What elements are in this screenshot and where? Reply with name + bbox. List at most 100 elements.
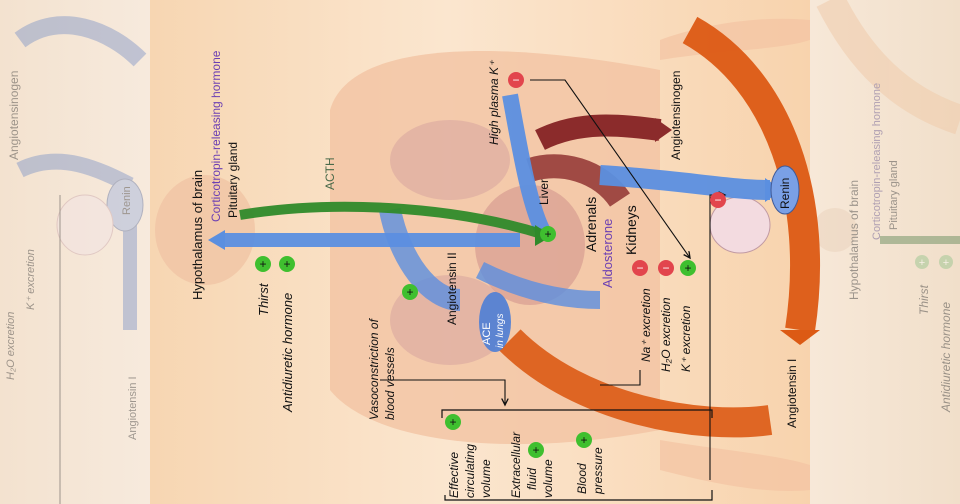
- crh-label: Corticotropin-releasing hormone: [209, 50, 223, 222]
- in-lungs-label: in lungs: [495, 314, 506, 348]
- angiotensin-ii-label: Angiotensin II: [445, 252, 459, 325]
- minus-badge-kidneys-1-sign: −: [636, 261, 643, 275]
- excretion-connector: [600, 370, 641, 386]
- orange-arrow-right-head: [780, 330, 820, 345]
- plus-badge-effective-volume-sign: +: [449, 415, 456, 429]
- left-angiotensinogen-label: Angiotensinogen: [7, 71, 21, 160]
- plus-badge-angiotensin-ii: +: [402, 284, 418, 300]
- left-angiotensin-i-label: Angiotensin I: [127, 376, 139, 440]
- orange-arrow-right: [682, 16, 821, 333]
- plus-badge-k-excretion: +: [680, 260, 696, 276]
- plus-badge-adh: +: [279, 256, 295, 272]
- renin-ellipse: [770, 165, 800, 215]
- head-shape: [155, 175, 255, 285]
- brown-arrow-angiotensinogen: [535, 114, 662, 150]
- minus-badge-high-k-sign: −: [512, 73, 519, 87]
- lung-bottom: [390, 275, 510, 365]
- ecf-label-line3: volume: [541, 459, 555, 498]
- aldosterone-label: Aldosterone: [600, 219, 615, 288]
- right-skin-shape: [816, 0, 960, 135]
- right-crh-label: Corticotropin-releasing hormone: [871, 83, 883, 240]
- vasoconstriction-label-line1: Vasoconstriction of: [367, 317, 381, 420]
- right-plus-badge-1: +: [915, 255, 929, 269]
- ecf-label-line1: Extracellular: [509, 431, 523, 498]
- effective-label-line3: volume: [479, 459, 493, 498]
- hypothalamus-label: Hypothalamus of brain: [190, 170, 205, 300]
- right-thirst-label: Thirst: [917, 284, 931, 315]
- blue-arrow-angiotensin-ii: [379, 207, 462, 311]
- ecf-label-line2: fluid: [525, 468, 539, 490]
- high-k-label: High plasma K⁺: [487, 59, 501, 145]
- blue-arrow-renin: [599, 165, 771, 200]
- liver-label: Liver: [537, 179, 551, 205]
- right-panel-content: Hypothalamus of brain Corticotropin-rele…: [813, 0, 960, 413]
- blue-arrow-high-k: [502, 93, 553, 240]
- effective-label-line1: Effective: [447, 452, 461, 498]
- right-head-shape: [813, 208, 857, 252]
- acth-label: ACTH: [323, 157, 337, 190]
- plus-badge-k-excretion-sign: +: [684, 261, 691, 275]
- right-plus-badge-2: +: [939, 255, 953, 269]
- plus-badge-ecf-volume-sign: +: [532, 443, 539, 457]
- ace-lungs-oval: [479, 292, 511, 352]
- right-plus-badge-1-sign: +: [919, 257, 925, 269]
- bp-label-line2: pressure: [591, 447, 605, 495]
- left-k-excretion-label: K⁺ excretion: [25, 249, 37, 310]
- plus-badge-ecf-volume: +: [528, 442, 544, 458]
- angiotensin-i-label: Angiotensin I: [785, 359, 799, 428]
- minus-badge-kidneys-2: −: [658, 260, 674, 276]
- h2o-excretion-label: H₂O excretion: [659, 297, 673, 372]
- outcome-brace: [441, 409, 713, 418]
- plus-badge-thirst-sign: +: [259, 257, 266, 271]
- outcome-bottom-line: [444, 490, 713, 501]
- plus-badge-effective-volume: +: [445, 414, 461, 430]
- plus-badge-thirst: +: [255, 256, 271, 272]
- feedback-line-high-k: [530, 79, 690, 258]
- plus-badge-angiotensin-ii-sign: +: [406, 285, 413, 299]
- green-arrow-acth: [239, 201, 547, 240]
- k-excretion-label: K⁺ excretion: [679, 305, 693, 372]
- na-excretion-label: Na⁺ excretion: [639, 288, 653, 362]
- left-renin-label: Renin: [121, 186, 133, 215]
- left-kidney-shape: [56, 194, 114, 256]
- left-blue-arrow-top: [14, 16, 147, 67]
- ace-label: ACE: [481, 322, 493, 345]
- plus-badge-adh-sign: +: [283, 257, 290, 271]
- plus-badge-liver-sign: +: [544, 227, 551, 241]
- minus-badge-renin: −: [710, 192, 726, 208]
- vasoconstriction-label-line2: blood vessels: [383, 347, 397, 420]
- vasoconstriction-arrow: [380, 379, 505, 405]
- right-pituitary-label: Pituitary gland: [888, 160, 900, 230]
- renin-label: Renin: [778, 178, 792, 209]
- bp-label-line1: Blood: [575, 463, 589, 494]
- right-plus-badge-2-sign: +: [943, 257, 949, 269]
- minus-badge-renin-sign: −: [714, 193, 721, 207]
- angiotensinogen-label: Angiotensinogen: [669, 71, 683, 160]
- blue-arrow-brain-head: [208, 230, 225, 250]
- pituitary-label: Pituitary gland: [226, 142, 240, 218]
- blue-arrow-lower: [475, 261, 601, 309]
- lung-top: [390, 120, 510, 200]
- adrenals-label: Adrenals: [583, 197, 599, 252]
- right-hypothalamus-label: Hypothalamus of brain: [847, 180, 861, 300]
- adh-label: Antidiuretic hormone: [280, 293, 295, 413]
- brown-arrow-head: [655, 118, 672, 142]
- left-renin-ellipse: [106, 178, 144, 232]
- left-blue-arrow-mid: [16, 153, 134, 193]
- minus-badge-high-k: −: [508, 72, 524, 88]
- left-h2o-excretion-label: H₂O excretion: [5, 312, 17, 380]
- right-adh-label: Antidiuretic hormone: [939, 302, 953, 413]
- effective-label-line2: circulating: [463, 444, 477, 498]
- plus-badge-blood-pressure-sign: +: [580, 433, 587, 447]
- minus-badge-kidneys-1: −: [632, 260, 648, 276]
- left-faded-panel: [0, 0, 150, 504]
- brown-liver-curve: [526, 154, 630, 208]
- kidneys-label: Kidneys: [623, 205, 639, 255]
- arm-bottom: [660, 440, 810, 491]
- minus-badge-kidneys-2-sign: −: [662, 261, 669, 275]
- plus-badge-liver: +: [540, 226, 556, 242]
- thirst-label: Thirst: [256, 282, 271, 316]
- left-panel-content: Angiotensinogen Renin H₂O excretion K⁺ e…: [5, 16, 147, 504]
